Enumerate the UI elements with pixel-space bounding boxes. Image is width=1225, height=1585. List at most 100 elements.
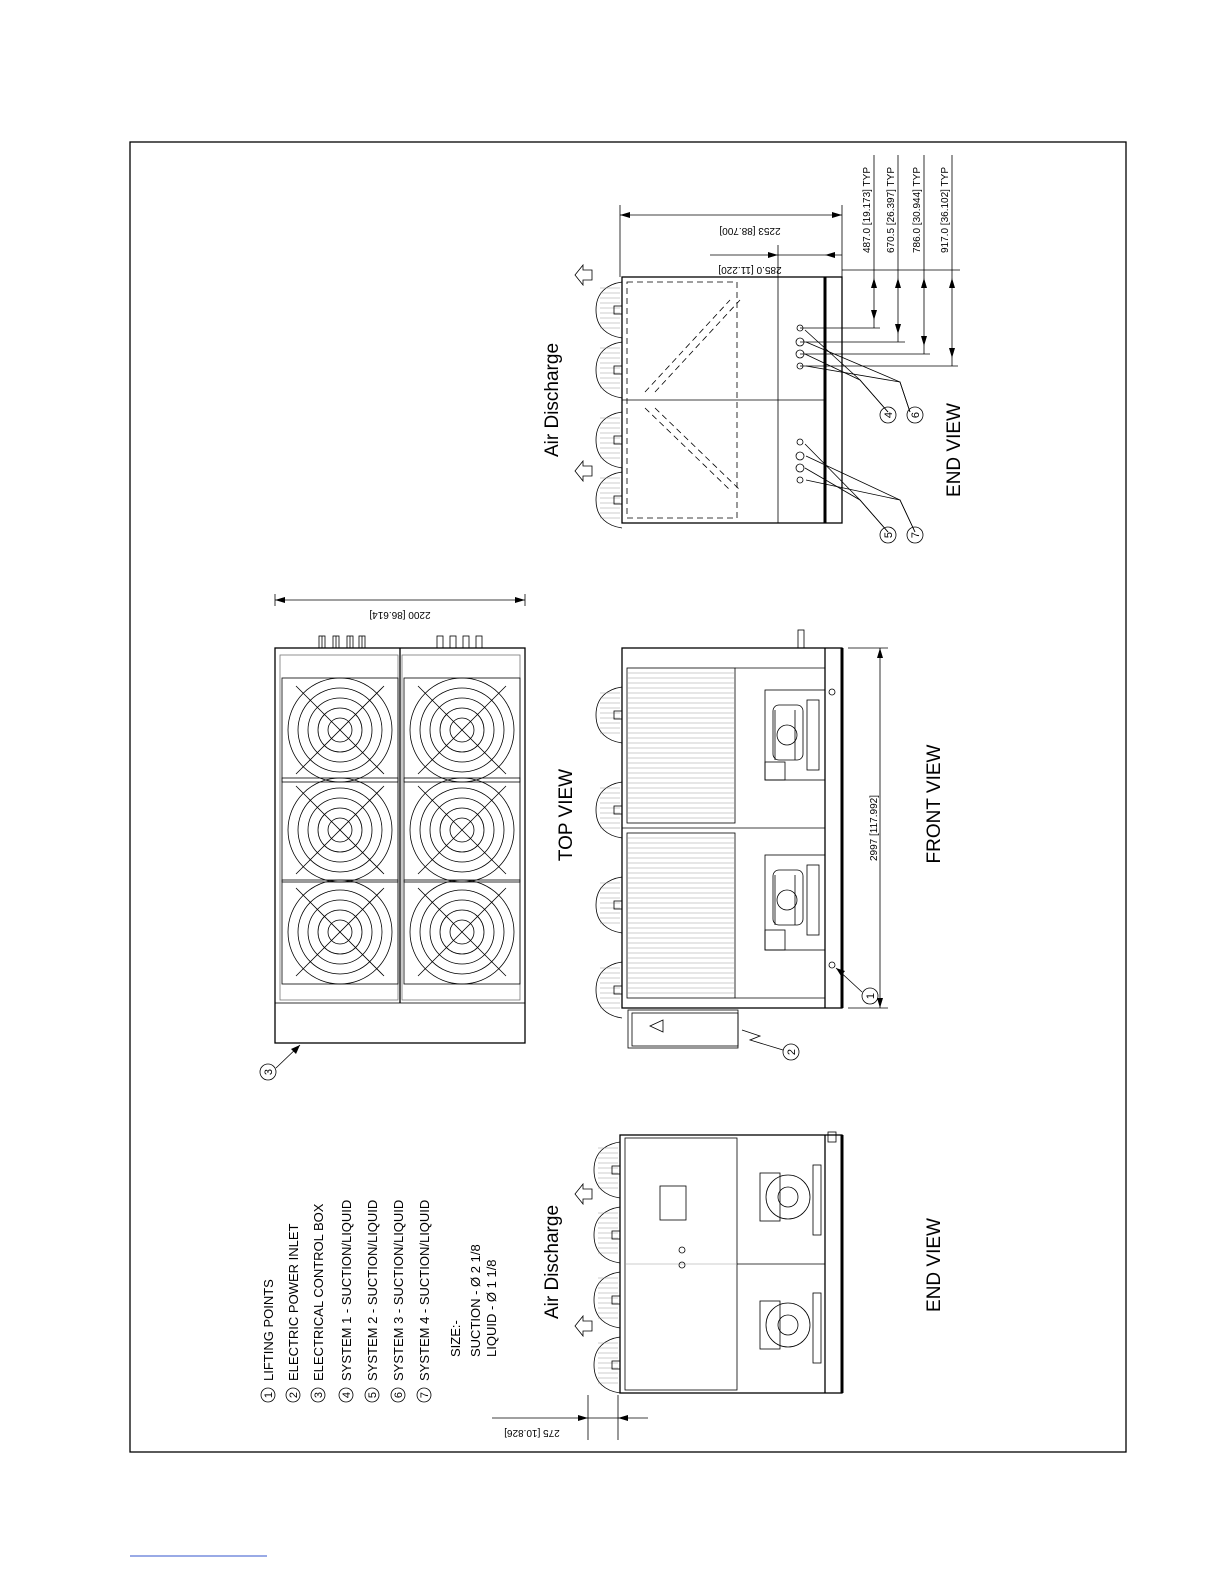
svg-text:LIFTING POINTS: LIFTING POINTS [261,1279,276,1381]
svg-text:3: 3 [313,1392,325,1398]
legend-item-4: 4 SYSTEM 1 - SUCTION/LIQUID [338,1200,354,1403]
fan-shroud-icon [593,1271,621,1329]
callout-3 [259,1063,277,1081]
air-arrow-right-2 [574,459,593,483]
legend-item-7: 7 SYSTEM 4 - SUCTION/LIQUID [416,1200,432,1403]
svg-text:SYSTEM 1 - SUCTION/LIQUID: SYSTEM 1 - SUCTION/LIQUID [339,1200,354,1381]
svg-text:5: 5 [367,1392,379,1398]
dim-typ-1: 487.0 [19.173] TYP [862,167,873,253]
size-title: SIZE:- [448,1320,463,1357]
air-arrow-right-1 [574,263,593,287]
callout-6 [906,406,924,424]
fan-guard-icon [281,879,399,985]
coil-panel-2 [626,832,736,999]
dim-end-offset: 275 [10.826] [504,1427,560,1438]
svg-text:6: 6 [910,412,922,418]
fan-shroud-icon [593,1141,621,1199]
dim-end-base: 285.0 [11.220] [718,264,781,275]
top-view: 2200 [86.614] 3 TOP VIEW [259,594,577,1081]
lifting-point-top [828,688,836,696]
end-view-right-title: END VIEW [944,403,965,497]
legend-item-5: 5 SYSTEM 2 - SUCTION/LIQUID [364,1200,380,1403]
legend-item-2: 2 ELECTRIC POWER INLET [285,1223,301,1403]
fan-guard-icon [281,677,399,783]
size-liquid: LIQUID - Ø 1 1/8 [484,1259,499,1357]
typ-dimensions: 487.0 [19.173] TYP 670.5 [26.397] TYP 78… [800,155,960,367]
svg-text:7: 7 [419,1392,431,1398]
fan-shroud-icon [595,471,623,529]
legend-item-3: 3 ELECTRICAL CONTROL BOX [310,1203,326,1403]
dim-top-width: 2200 [86.614] [369,609,430,620]
fan-shroud-icon [595,686,623,744]
callout-7 [906,526,924,544]
fan-shroud-icon [595,781,623,839]
svg-text:6: 6 [393,1392,405,1398]
dim-typ-3: 786.0 [30.944] TYP [912,167,923,253]
fan-shroud-icon [595,876,623,934]
fan-guard-icon [281,777,399,883]
connections-sys-2-4 [795,438,805,484]
power-stub [797,629,805,649]
dim-typ-2: 670.5 [26.397] TYP [886,167,897,253]
fan-guard-icon [403,777,521,883]
electrical-box [627,1009,739,1049]
svg-text:1: 1 [865,993,877,999]
air-arrow-left-1 [574,1182,593,1206]
top-view-control-box [274,1002,526,1044]
fan-grid [281,677,521,985]
svg-text:SYSTEM 3 - SUCTION/LIQUID: SYSTEM 3 - SUCTION/LIQUID [391,1200,406,1381]
svg-text:5: 5 [883,532,895,538]
callout-2 [782,1043,800,1061]
fan-shroud-icon [593,1336,621,1394]
warning-icon [649,1019,664,1033]
lifting-point-bottom [828,961,836,969]
fan-shroud-icon [595,961,623,1019]
panel-knob-2 [678,1261,686,1269]
front-view-title: FRONT VIEW [924,744,945,863]
end-view-left-title: END VIEW [924,1218,945,1312]
fan-shroud-icon [595,281,623,339]
coil-panel-1 [626,667,736,824]
legend: 1 LIFTING POINTS 2 ELECTRIC POWER INLET … [260,1200,499,1403]
compressor-end-1 [759,1164,822,1236]
svg-text:SYSTEM 4 - SUCTION/LIQUID: SYSTEM 4 - SUCTION/LIQUID [417,1200,432,1381]
fan-guard-icon [403,879,521,985]
svg-text:1: 1 [263,1392,275,1398]
fan-guard-icon [403,677,521,783]
svg-text:2: 2 [288,1392,300,1398]
air-arrow-left-2 [574,1314,593,1338]
legend-item-6: 6 SYSTEM 3 - SUCTION/LIQUID [390,1200,406,1403]
svg-text:2: 2 [786,1049,798,1055]
legend-item-1: 1 LIFTING POINTS [260,1279,276,1403]
dim-front-length: 2997 [117.992] [869,795,880,861]
svg-text:4: 4 [341,1392,353,1398]
fan-shroud-icon [595,411,623,469]
svg-text:SYSTEM 2 - SUCTION/LIQUID: SYSTEM 2 - SUCTION/LIQUID [365,1200,380,1381]
fan-shrouds-front [595,686,623,1019]
compressor-1 [764,689,826,781]
compressor-end-2 [759,1292,822,1364]
size-suction: SUCTION - Ø 2 1/8 [468,1244,483,1357]
pipe-stubs-top [318,635,483,649]
end-view-right: 4 6 5 7 Air Discharge END VIEW 2253 [88.… [542,155,965,544]
front-view: 2 1 2997 [117.992] FRONT VIEW [595,629,945,1061]
fan-shrouds-right [595,281,623,529]
svg-text:3: 3 [263,1069,275,1075]
svg-text:4: 4 [883,412,895,418]
svg-text:ELECTRICAL CONTROL BOX: ELECTRICAL CONTROL BOX [311,1203,326,1381]
callout-5 [879,526,897,544]
svg-text:7: 7 [910,532,922,538]
air-discharge-right: Air Discharge [542,343,563,457]
panel-display [659,1185,687,1221]
svg-text:ELECTRIC POWER INLET: ELECTRIC POWER INLET [286,1223,301,1381]
end-view-left: Air Discharge 275 [10.826] END VIEW [492,1131,945,1440]
dim-end-height: 2253 [88.700] [719,225,780,236]
compressor-2 [764,854,826,951]
coil-louvers [628,672,734,994]
air-discharge-left: Air Discharge [542,1205,563,1319]
callout-1 [861,987,879,1005]
fan-shroud-icon [595,341,623,399]
callout-4 [879,406,897,424]
fan-shrouds-left [593,1141,621,1394]
